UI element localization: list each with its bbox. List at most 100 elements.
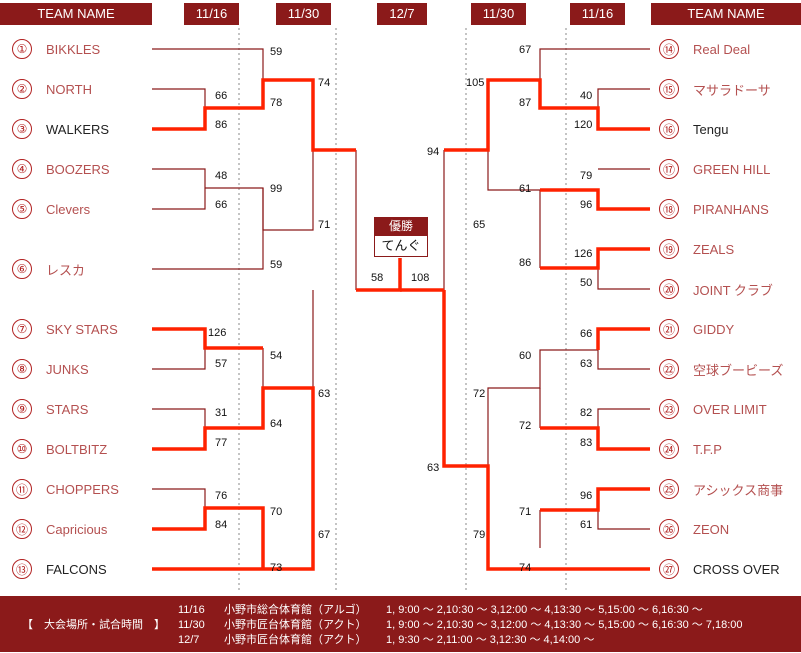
- schedule-label: 【 大会場所・試合時間 】: [22, 619, 165, 631]
- score-label: 120: [574, 119, 593, 131]
- score-label: 65: [473, 219, 486, 231]
- score-label: 74: [519, 562, 532, 574]
- score-label: 59: [270, 46, 283, 58]
- score-label: 71: [318, 219, 331, 231]
- team-name: OVER LIMIT: [693, 401, 767, 417]
- team-number: ⑯: [659, 119, 679, 139]
- left-team-row: ④ BOOZERS: [12, 159, 110, 179]
- score-label: 86: [519, 257, 532, 269]
- score-label: 66: [580, 328, 593, 340]
- score-label: 83: [580, 437, 593, 449]
- team-name: アシックス商事: [693, 482, 784, 498]
- team-number: ⑱: [659, 199, 679, 219]
- header-round2-right: 11/30: [471, 3, 526, 25]
- team-number: ⑲: [659, 239, 679, 259]
- team-name: ZEALS: [693, 241, 735, 257]
- team-name: STARS: [46, 401, 89, 417]
- right-team-row: ⑯ Tengu: [659, 119, 728, 139]
- team-name: Tengu: [693, 121, 729, 137]
- score-label: 126: [574, 248, 593, 260]
- score-label: 60: [519, 350, 532, 362]
- score-label: 77: [215, 437, 228, 449]
- header-team-name-left: TEAM NAME: [0, 3, 152, 25]
- team-name: BOLTBITZ: [46, 441, 108, 457]
- score-label: 31: [215, 407, 228, 419]
- score-label: 126: [208, 327, 227, 339]
- header-final: 12/7: [377, 3, 427, 25]
- team-name: Real Deal: [693, 41, 751, 57]
- team-number: ⑰: [659, 159, 679, 179]
- header-round1-left: 11/16: [184, 3, 239, 25]
- schedule-venue: 小野市匠台体育館（アクト）: [224, 634, 367, 646]
- team-number: ⑳: [659, 279, 679, 299]
- score-label: 79: [473, 529, 486, 541]
- schedule-row: 12/7 小野市匠台体育館（アクト） 1, 9:30 ～ 2,11:00 ～ 3,1…: [178, 631, 594, 647]
- team-name: レスカ: [46, 262, 86, 278]
- team-number: ④: [12, 159, 32, 179]
- header-round1-right: 11/16: [570, 3, 625, 25]
- bracket-lines: [152, 28, 650, 590]
- score-label: 73: [270, 562, 283, 574]
- score-label: 99: [270, 183, 283, 195]
- team-number: ⑨: [12, 399, 32, 419]
- team-name: SKY STARS: [46, 321, 118, 337]
- team-name: WALKERS: [46, 121, 110, 137]
- champion-label: 優勝: [374, 217, 428, 235]
- left-team-row: ③ WALKERS: [12, 119, 109, 139]
- score-label: 40: [580, 90, 593, 102]
- score-label: 74: [318, 77, 331, 89]
- team-name: NORTH: [46, 81, 92, 97]
- team-name: 空球ブービーズ: [693, 362, 784, 378]
- score-label: 64: [270, 418, 283, 430]
- team-name: FALCONS: [46, 561, 107, 577]
- schedule-times: 1, 9:00 ～ 2,10:30 ～ 3,12:00 ～ 4,13:30 ～ …: [386, 619, 743, 631]
- champion-name: てんぐ: [374, 235, 428, 257]
- score-label: 61: [580, 519, 593, 531]
- score-label: 71: [519, 506, 532, 518]
- team-name: T.F.P: [693, 441, 722, 457]
- score-label: 76: [215, 490, 228, 502]
- schedule-date: 12/7: [178, 634, 200, 646]
- score-label: 67: [318, 529, 331, 541]
- team-number: ⑫: [12, 519, 32, 539]
- score-label: 50: [580, 277, 593, 289]
- schedule-date: 11/30: [178, 619, 205, 631]
- score-label: 70: [270, 506, 283, 518]
- score-label: 79: [580, 170, 593, 182]
- team-name: Clevers: [46, 201, 91, 217]
- team-name: GREEN HILL: [693, 161, 771, 177]
- score-label: 96: [580, 199, 593, 211]
- schedule-times: 1, 9:30 ～ 2,11:00 ～ 3,12:30 ～ 4,14:00 ～: [386, 634, 595, 646]
- score-label: 96: [580, 490, 593, 502]
- score-label: 63: [427, 462, 440, 474]
- dotted-guides: [238, 28, 567, 590]
- score-label: 57: [215, 358, 228, 370]
- score-label: 78: [270, 97, 283, 109]
- team-number: ㉓: [659, 399, 679, 419]
- team-number: ③: [12, 119, 32, 139]
- score-label: 67: [519, 44, 532, 56]
- left-team-row: ⑨ STARS: [12, 399, 88, 419]
- schedule-row: 11/30 小野市匠台体育館（アクト） 1, 9:00 ～ 2,10:30 ～ 3,…: [178, 616, 743, 632]
- team-number: ②: [12, 79, 32, 99]
- right-team-row: ⑳ JOINT クラブ: [659, 279, 773, 299]
- score-label: 66: [215, 199, 228, 211]
- team-name: JOINT クラブ: [693, 282, 773, 298]
- schedule-venue: 小野市匠台体育館（アクト）: [224, 619, 367, 631]
- score-label: 94: [427, 146, 440, 158]
- score-label: 86: [215, 119, 228, 131]
- team-number: ⑮: [659, 79, 679, 99]
- team-name: BOOZERS: [46, 161, 110, 177]
